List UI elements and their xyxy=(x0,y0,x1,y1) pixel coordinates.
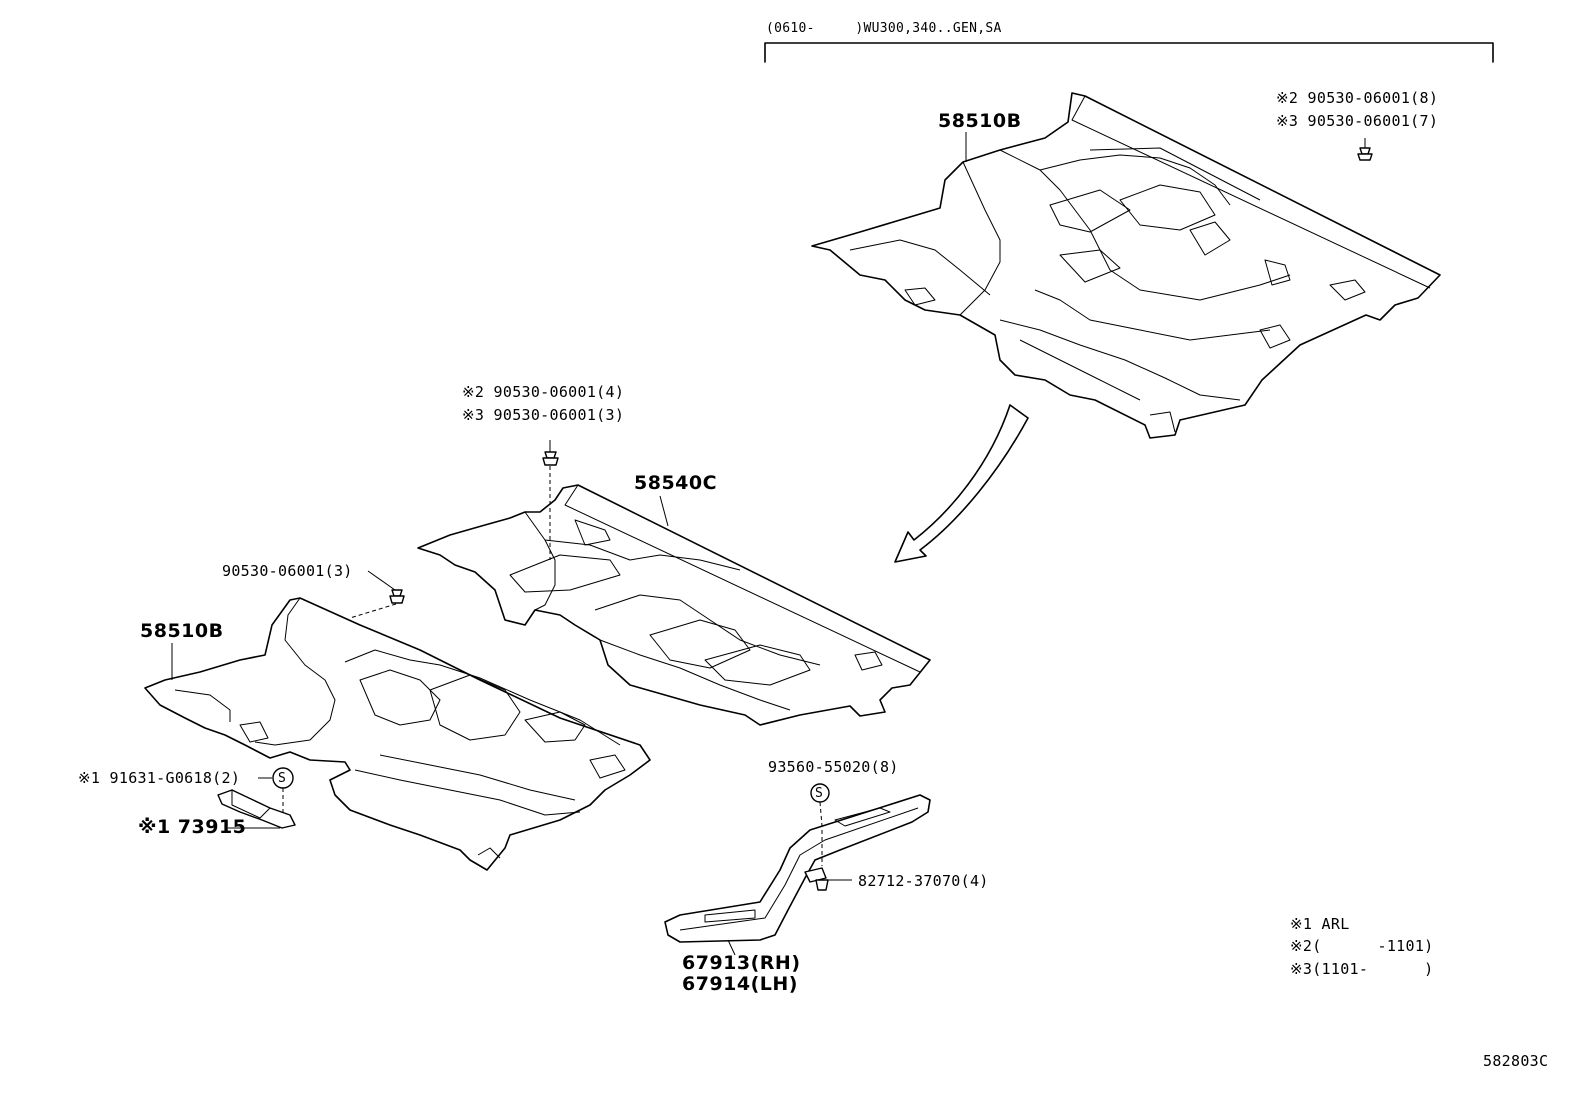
top-carpet-label: 58510B xyxy=(938,110,1022,132)
range-label: (0610- )WU300,340..GEN,SA xyxy=(766,21,1002,36)
scuff-lh-label: 67914(LH) xyxy=(682,973,798,995)
scuff-rh-label: 67913(RH) xyxy=(682,952,801,974)
top-clip-icon xyxy=(1357,138,1373,161)
top-clip-label-a: ※2 90530-06001(8) xyxy=(1276,89,1439,107)
rear-carpet-label: 58540C xyxy=(634,472,718,494)
front-clip-icon xyxy=(349,570,405,619)
top-floor-carpet xyxy=(811,92,1441,439)
front-floor-carpet xyxy=(144,597,651,871)
screw-label: ※1 91631-G0618(2) xyxy=(78,769,241,787)
bracket-label: ※1 73915 xyxy=(138,816,247,838)
scuff-plate xyxy=(664,783,931,956)
plate-screw-label: 93560-55020(8) xyxy=(768,758,899,776)
mid-clip-label-a: ※2 90530-06001(4) xyxy=(462,383,625,401)
note-2: ※2( -1101) xyxy=(1290,937,1434,955)
note-3: ※3(1101- ) xyxy=(1290,960,1434,978)
mid-clip-label-b: ※3 90530-06001(3) xyxy=(462,406,625,424)
front-carpet-label: 58510B xyxy=(140,620,224,642)
screw-symbol: S xyxy=(278,771,287,786)
plate-clip-label: 82712-37070(4) xyxy=(858,872,989,890)
transition-arrow xyxy=(894,404,1029,563)
plate-screw-symbol: S xyxy=(815,786,824,801)
note-1: ※1 ARL xyxy=(1290,915,1350,933)
screw-and-bracket xyxy=(217,767,296,829)
range-bracket xyxy=(764,42,1494,63)
front-clip-label: 90530-06001(3) xyxy=(222,562,353,580)
top-clip-label-b: ※3 90530-06001(7) xyxy=(1276,112,1439,130)
rear-floor-carpet xyxy=(417,484,931,726)
figure-id: 582803C xyxy=(1483,1052,1549,1070)
leader-lines xyxy=(171,132,967,680)
middle-clip-icon xyxy=(542,440,559,560)
